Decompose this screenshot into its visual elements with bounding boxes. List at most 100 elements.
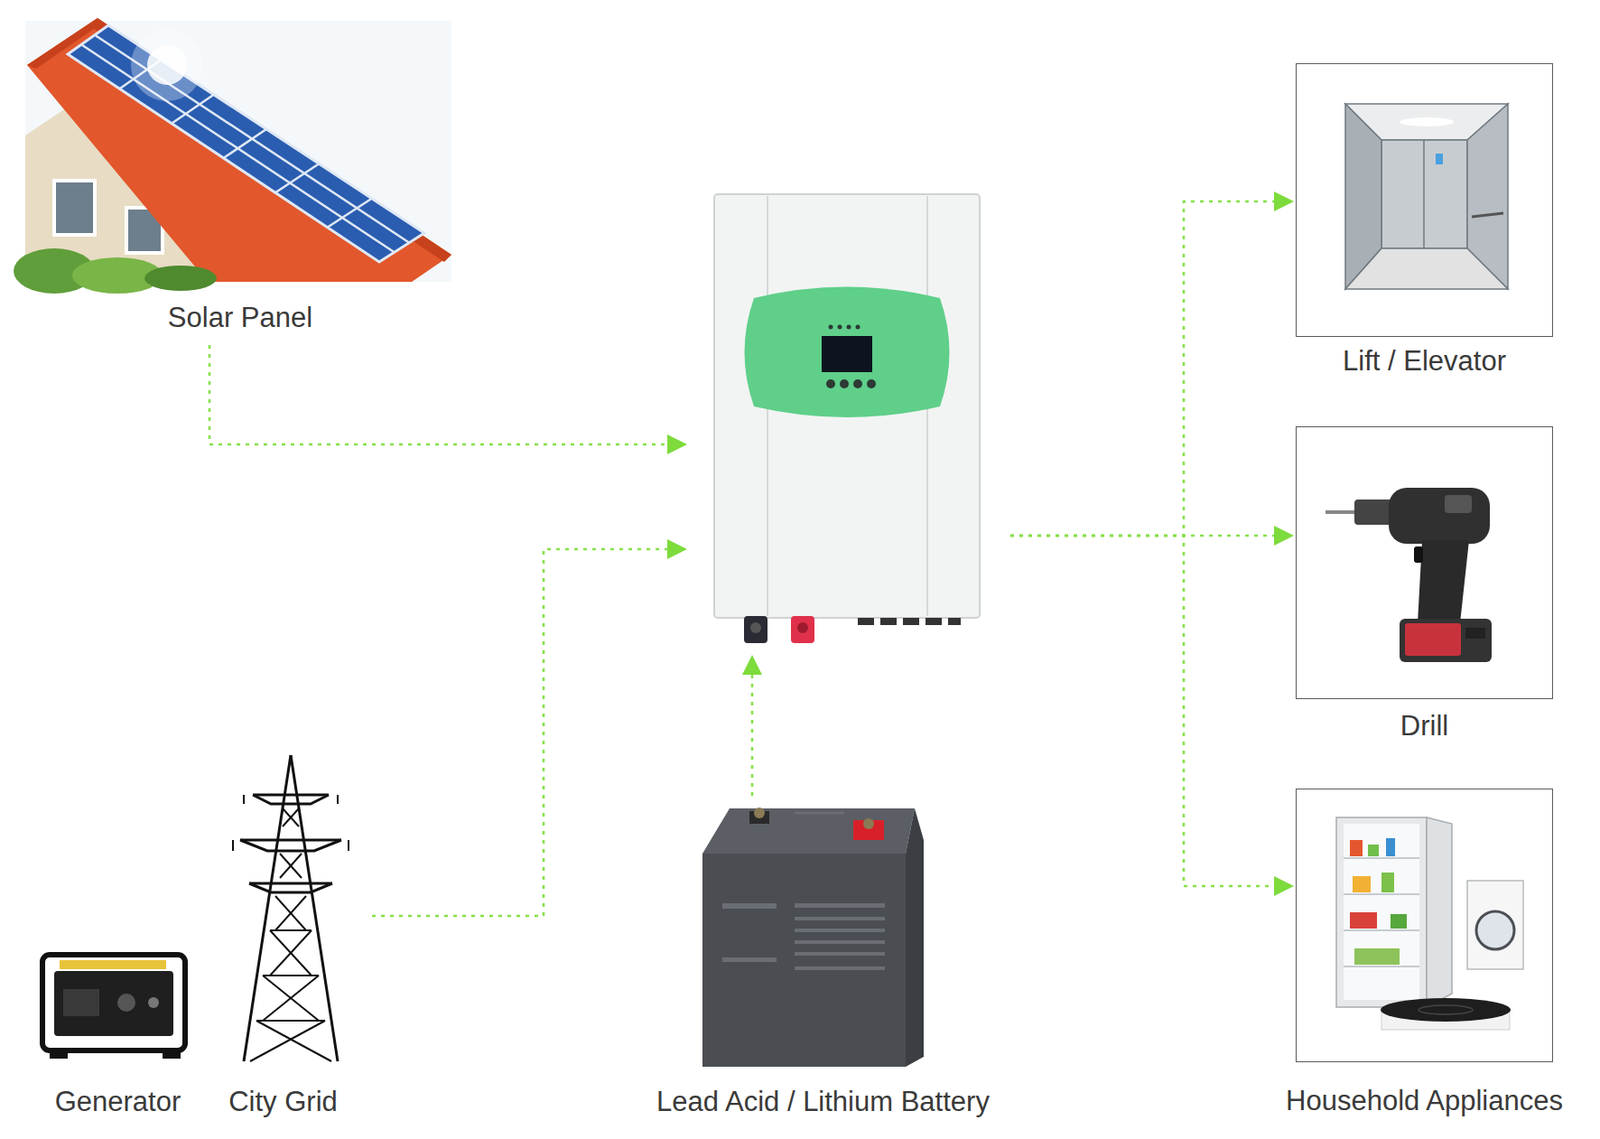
elevator-art-part — [1381, 139, 1468, 249]
drill-art-part — [1399, 618, 1492, 662]
appliances-art-part — [1390, 913, 1407, 929]
appliances-art — [1336, 817, 1524, 1030]
tower-art-part-part — [256, 1019, 326, 1022]
generator-art-part — [162, 1047, 181, 1059]
inverter-art-part-part — [846, 325, 852, 330]
appliances-art-part-part — [1343, 893, 1420, 895]
appliances-art-part — [1467, 880, 1524, 969]
inverter-art-part-part — [853, 379, 863, 389]
appliances-art-part — [1343, 857, 1420, 967]
tower-art-part-part — [262, 975, 319, 1021]
generator-art-part — [49, 1047, 68, 1059]
solar-house-art-part — [81, 35, 410, 253]
image-node: Solar Panel — [25, 20, 452, 282]
inverter-art-part — [857, 617, 961, 625]
generator-art-part — [63, 988, 100, 1016]
solar-house-art — [13, 18, 452, 294]
load-box: Drill — [1295, 426, 1554, 699]
elevator-art-part — [1345, 248, 1508, 289]
inverter-art-part — [821, 335, 873, 373]
appliances-art-part — [1354, 948, 1400, 965]
battery-art-part — [702, 808, 915, 854]
tower-art-part — [250, 808, 332, 1061]
appliances-art-part — [1381, 872, 1395, 893]
tower-art-part — [232, 839, 234, 851]
solar-house-art-part — [130, 28, 204, 102]
inverter-art-part-part — [828, 325, 834, 330]
inverter-art — [714, 194, 980, 643]
tower-art-part-part — [262, 974, 319, 977]
battery-art-part-part — [722, 902, 777, 909]
power-flow-arrow — [1010, 201, 1291, 536]
elevator-art-part — [1435, 153, 1443, 165]
tower-art-part — [252, 794, 329, 804]
generator-art — [42, 954, 186, 1059]
battery-art-part-part — [794, 902, 885, 908]
solar-house-art-part-part — [81, 44, 395, 252]
node-label: Lead Acid / Lithium Battery — [656, 1085, 990, 1118]
inverter-art-part — [744, 615, 768, 643]
inverter-art-part-part — [857, 617, 875, 625]
tower-art-part-part — [256, 1020, 332, 1061]
tower-art-part-part — [282, 808, 299, 827]
appliances-art-part — [1418, 1004, 1473, 1014]
image-node: Generator — [36, 943, 189, 1061]
battery-art-part-part — [794, 928, 885, 932]
inverter-art-part-part — [866, 379, 876, 389]
tower-art-part-part — [279, 853, 302, 878]
appliances-art-part — [1349, 911, 1377, 929]
appliances-art-part — [1386, 837, 1396, 856]
power-flow-arrow — [372, 548, 684, 916]
battery-art-part — [722, 902, 885, 970]
tower-art-part — [347, 839, 350, 851]
power-flow-arrow — [751, 658, 754, 796]
elevator-art-part — [1399, 117, 1454, 127]
tower-art-part — [336, 794, 339, 804]
tower-art-part-part — [269, 930, 312, 976]
tower-art-part-part — [269, 930, 312, 976]
inverter-art-part-part — [880, 617, 897, 625]
tower-art-part — [252, 793, 329, 797]
inverter-art-part — [744, 287, 950, 419]
node-label: City Grid — [228, 1085, 338, 1118]
appliances-art-part — [1426, 817, 1452, 1007]
tower-art-part — [240, 838, 342, 842]
battery-art-part — [702, 853, 906, 1067]
appliances-art-part-part — [1343, 856, 1420, 859]
drill-art-part — [1413, 546, 1424, 563]
battery-art-part — [863, 818, 875, 829]
drill-art-part — [1444, 494, 1472, 513]
tower-art-part — [249, 882, 333, 885]
inverter-art-part — [750, 622, 762, 633]
power-flow-arrow — [1010, 534, 1291, 538]
node-label: Solar Panel — [167, 301, 313, 335]
generator-art-part — [59, 959, 167, 969]
inverter-art-part-part — [826, 379, 836, 389]
inverter-art-part — [797, 622, 809, 633]
battery-art-part-part — [794, 939, 885, 944]
tower-art-part — [242, 794, 245, 804]
solar-house-art-part — [54, 180, 95, 235]
load-box: Household Appliances — [1295, 788, 1554, 1062]
node-label: Drill — [1400, 709, 1449, 743]
battery-art-part-part — [794, 916, 885, 921]
appliances-art-part-part — [1343, 929, 1420, 931]
tower-art-part-part — [250, 1020, 326, 1061]
appliances-art-part — [1349, 839, 1363, 856]
drill-art-part — [1325, 510, 1357, 514]
tower-art-part — [240, 839, 342, 851]
tower-art — [232, 754, 349, 1061]
appliances-art-part — [1336, 817, 1427, 1007]
inverter-art-part-part — [925, 617, 942, 625]
solar-house-art-part — [144, 265, 217, 291]
battery-art-part — [905, 808, 924, 1067]
generator-art-part — [54, 970, 174, 1036]
solar-house-art-part — [27, 18, 452, 262]
inverter-art-part — [790, 615, 815, 643]
generator-art-part — [42, 954, 186, 1051]
drill-art-part — [1404, 623, 1461, 656]
inverter-node — [714, 194, 980, 646]
appliances-art-part — [1367, 844, 1379, 856]
solar-house-art-part — [27, 18, 452, 282]
